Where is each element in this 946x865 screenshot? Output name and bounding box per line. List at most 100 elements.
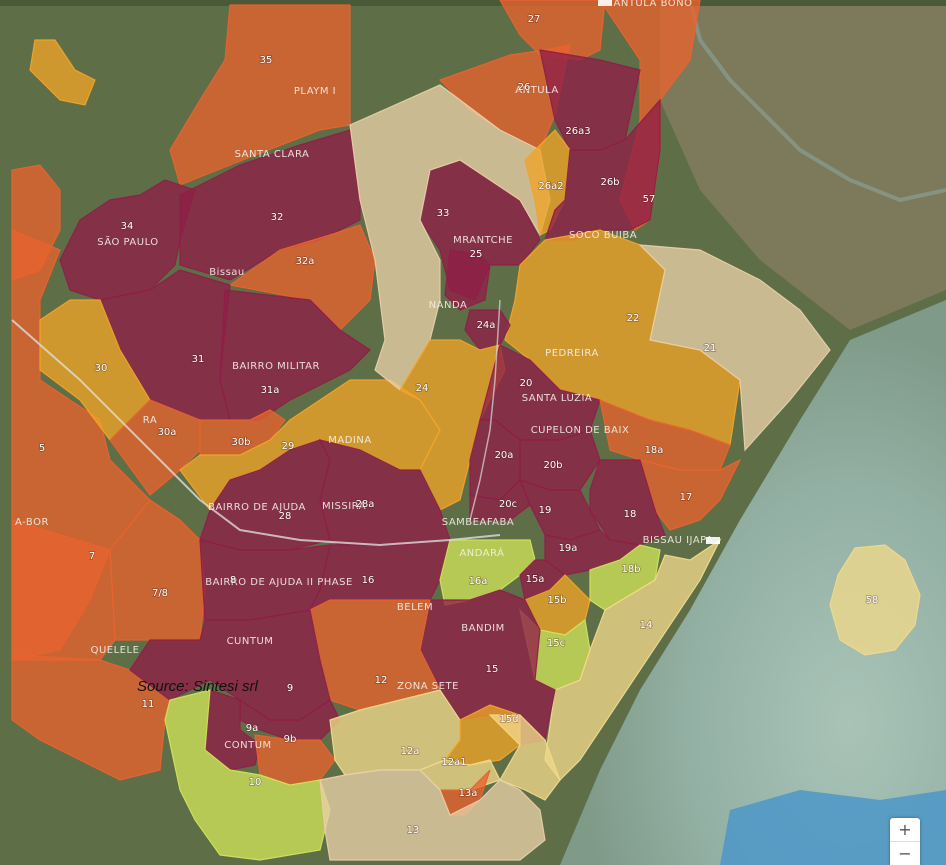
neigh-madina: MADINA	[328, 435, 371, 446]
neigh-sambeafaba: SAMBEAFABA	[442, 517, 514, 528]
neigh-bairro-ajuda-phase: BAIRRO DE AJUDA II PHASE	[205, 577, 353, 588]
neigh-bissau: Bissau	[209, 267, 245, 278]
zone-35[interactable]	[169, 4, 351, 186]
zone-58[interactable]	[829, 544, 921, 656]
top-strip	[0, 0, 946, 6]
zoom-out-button[interactable]: −	[898, 844, 912, 863]
zone-7[interactable]	[11, 519, 116, 661]
label-zone-30b: 30b	[231, 437, 250, 448]
zone-9[interactable]	[239, 698, 341, 741]
label-zone-10: 10	[249, 777, 262, 788]
label-zone-15d: 15d	[499, 714, 518, 725]
label-zone-34: 34	[121, 221, 134, 232]
zoom-in-button[interactable]: +	[898, 820, 912, 839]
neigh-socobuiba: SOCO BUIBA	[569, 230, 637, 241]
label-zone-21: 21	[704, 343, 717, 354]
label-zone-22: 22	[627, 313, 640, 324]
road-north	[469, 299, 501, 521]
zone-26b[interactable]	[544, 98, 661, 241]
zone-25[interactable]	[444, 249, 491, 311]
label-zone-26b: 26b	[600, 177, 619, 188]
zone-31a[interactable]	[219, 289, 371, 421]
label-zone-30: 30	[95, 363, 108, 374]
label-zone-5: 5	[39, 443, 45, 454]
sea-deep	[720, 790, 946, 865]
zone-coast-south[interactable]	[488, 714, 561, 801]
zone-left-edge[interactable]	[11, 164, 61, 281]
label-zone-19: 19	[539, 505, 552, 516]
sea-background	[560, 300, 946, 865]
label-zone-9: 9	[287, 683, 293, 694]
label-zone-26: 26	[518, 82, 531, 93]
label-zone-28: 28	[279, 511, 292, 522]
label-zone-20c: 20c	[499, 499, 517, 510]
label-zone-24a: 24a	[477, 320, 496, 331]
label-zone-12a: 12a	[401, 746, 420, 757]
label-zone-30a: 30a	[158, 427, 177, 438]
zone-21[interactable]	[638, 244, 831, 452]
label-zone-58: 58	[866, 595, 879, 606]
label-zone-14: 14	[640, 620, 653, 631]
label-zone-31: 31	[192, 354, 205, 365]
label-zone-15b: 15b	[547, 595, 566, 606]
road-main	[11, 319, 501, 547]
neigh-santa-clara: SANTA CLARA	[235, 149, 310, 160]
label-zone-9b: 9b	[284, 734, 297, 745]
neigh-bor: A-BOR	[15, 517, 49, 528]
neigh-quelele: QUELELE	[91, 645, 140, 656]
label-zone-31a: 31a	[261, 385, 280, 396]
label-zone-20: 20	[520, 378, 533, 389]
label-zone-12a1: 12a1	[441, 757, 466, 768]
neigh-cuntum2: CONTUM	[224, 740, 271, 751]
port-marker	[706, 537, 720, 544]
label-zone-12: 12	[375, 675, 388, 686]
label-zone-29: 29	[282, 441, 295, 452]
label-zone-20a: 20a	[495, 450, 514, 461]
label-zone-25: 25	[470, 249, 483, 260]
label-zone-32: 32	[271, 212, 284, 223]
label-zone-15c: 15c	[547, 638, 565, 649]
label-zone-16a: 16a	[469, 576, 488, 587]
label-zone-7: 7	[89, 551, 95, 562]
neigh-bairro-militar: BAIRRO MILITAR	[232, 361, 320, 372]
label-zone-13a: 13a	[459, 788, 478, 799]
neigh-cupelon: CUPELON DE BAIX	[531, 425, 630, 436]
neigh-zona-sete: ZONA SETE	[397, 681, 459, 692]
label-zone-26a3: 26a3	[565, 126, 590, 137]
zoom-separator	[890, 841, 920, 842]
neigh-cuntum: CUNTUM	[227, 636, 274, 647]
label-zone-32a: 32a	[296, 256, 315, 267]
label-zone-57: 57	[643, 194, 656, 205]
label-zone-24: 24	[416, 383, 429, 394]
zone-32[interactable]	[179, 129, 361, 281]
zone-11[interactable]	[11, 654, 171, 781]
zone-top-left[interactable]	[29, 39, 96, 106]
neigh-santa-luzia: SANTA LUZIA	[522, 393, 593, 404]
label-zone-16: 16	[362, 575, 375, 586]
label-zone-8: 8	[230, 575, 236, 586]
label-zone-13: 13	[407, 825, 420, 836]
label-zone-26a2: 26a2	[538, 181, 563, 192]
neigh-andara: ANDARÁ	[459, 546, 504, 559]
label-zone-9a: 9a	[246, 723, 259, 734]
label-zone-15: 15	[486, 664, 499, 675]
label-zone-18: 18	[624, 509, 637, 520]
zone-13[interactable]	[319, 769, 546, 861]
neigh-sao-paulo: SÃO PAULO	[97, 235, 158, 248]
neigh-nanda: NANDA	[429, 300, 468, 311]
source-attribution: Source: Sintesi srl	[137, 678, 258, 695]
label-zone-15a: 15a	[526, 574, 545, 585]
river	[688, 0, 946, 203]
zone-17[interactable]	[639, 458, 742, 531]
map-marker	[598, 0, 612, 6]
neigh-antula: ANTULA	[515, 85, 558, 96]
neigh-belem: BELEM	[397, 602, 433, 613]
label-zone-28a: 28a	[356, 499, 375, 510]
zone-12[interactable]	[309, 599, 441, 711]
neigh-bissau-ijapa: BISSAU IJAPA	[643, 535, 714, 546]
neigh-mrantche: MRANTCHE	[453, 235, 513, 246]
label-zone-27: 27	[528, 14, 541, 25]
zone-16a[interactable]	[439, 539, 536, 606]
label-zone-11: 11	[142, 699, 155, 710]
